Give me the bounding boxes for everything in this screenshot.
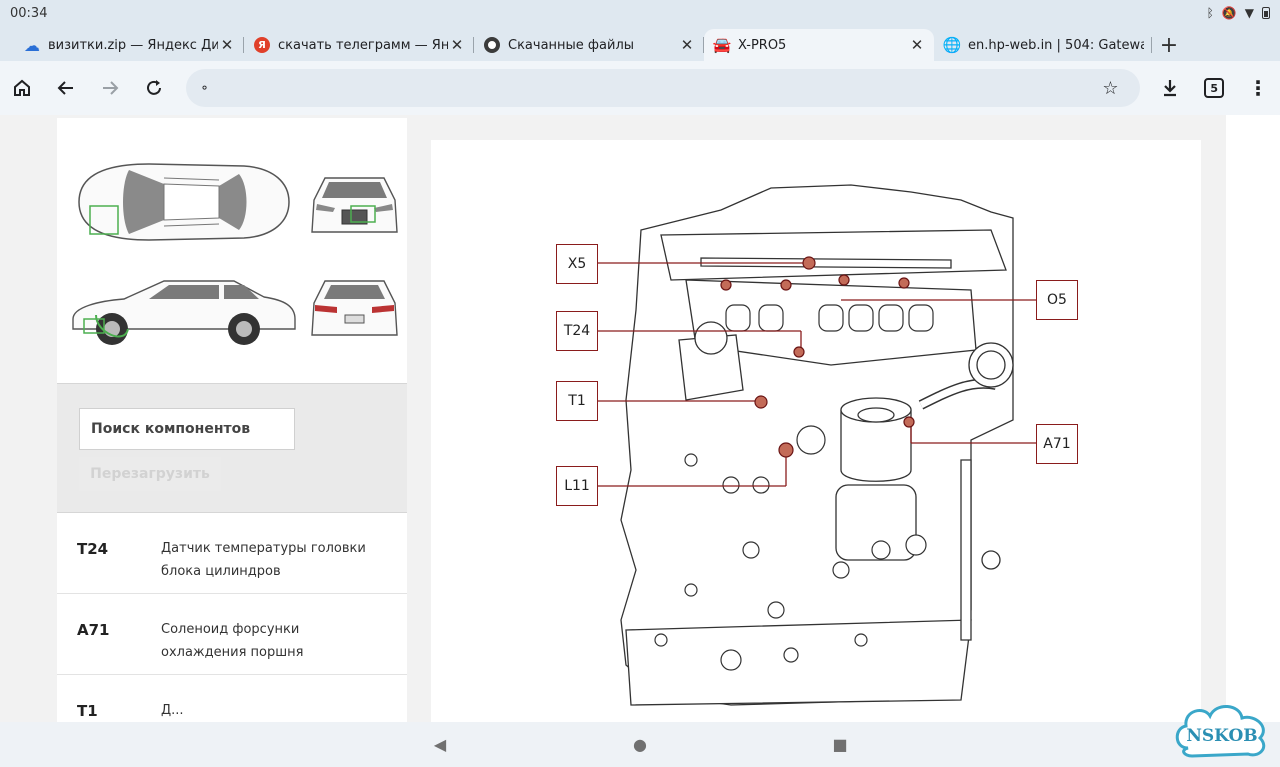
nav-home-icon[interactable]: ● [633,735,647,754]
close-icon[interactable]: ✕ [680,36,694,54]
status-bar: 00:34 ᛒ 🔕 ▼ [0,0,1280,26]
label-x5[interactable]: X5 [556,244,598,284]
system-nav-bar: ◀ ● ■ [0,722,1280,767]
tab-switcher-button[interactable]: 5 [1192,65,1236,111]
component-description: Датчик температуры головки блока цилиндр… [161,541,366,579]
car-rear-view[interactable] [307,273,402,345]
address-input[interactable] [215,80,1091,96]
component-code: T24 [77,540,109,558]
bluetooth-icon: ᛒ [1206,6,1214,20]
forward-button[interactable] [88,65,132,111]
home-button[interactable] [0,65,44,111]
nav-back-icon[interactable]: ◀ [433,735,447,754]
arrow-right-icon [102,81,119,95]
reload-button[interactable]: Перезагрузить [79,457,221,491]
refresh-icon [146,80,161,95]
watermark-text: NSKOB [1186,726,1257,746]
component-search-input[interactable] [79,408,295,450]
car-front-view[interactable] [307,170,402,242]
tab-downloads[interactable]: Скачанные файлы ✕ [474,29,704,61]
component-description: Соленоид форсунки охлаждения поршня [161,622,304,660]
component-list: T24 Датчик температуры головки блока цил… [57,513,407,722]
site-info-icon[interactable]: ⚬ [199,81,210,95]
list-item[interactable]: T24 Датчик температуры головки блока цил… [57,513,407,594]
close-icon[interactable]: ✕ [450,36,464,54]
reload-page-button[interactable] [132,65,176,111]
yandex-favicon-icon: Я [254,37,270,53]
tab-yandex-search[interactable]: Я скачать телеграмм — Яндекс ✕ [244,29,474,61]
tab-yandex-disk[interactable]: ☁ визитки.zip — Яндекс Диск ✕ [14,29,244,61]
new-tab-button[interactable]: + [1159,32,1179,58]
close-icon[interactable]: ✕ [220,36,234,54]
car-side-view[interactable] [69,273,299,348]
component-code: A71 [77,621,110,639]
chrome-favicon-icon [484,37,500,53]
engine-drawing [598,184,1036,706]
component-description: Д... [161,703,184,718]
label-t1[interactable]: T1 [556,381,598,421]
download-icon [1164,80,1177,97]
wifi-icon: ▼ [1244,6,1254,20]
tab-hp-web[interactable]: 🌐 en.hp-web.in | 504: Gateway time-out [934,29,1152,61]
bookmark-star-icon[interactable]: ☆ [1102,77,1119,99]
car-top-view[interactable] [69,158,294,246]
download-button[interactable] [1148,65,1192,111]
sidebar: Перезагрузить T24 Датчик температуры гол… [57,118,407,722]
list-item[interactable]: A71 Соленоид форсунки охлаждения поршня [57,594,407,675]
tab-x-pro5[interactable]: 🚘 X-PRO5 ✕ [704,29,934,61]
label-a71[interactable]: A71 [1036,424,1078,464]
tab-count: 5 [1204,78,1225,98]
page-right-margin [1226,115,1280,722]
close-icon[interactable]: ✕ [910,36,924,54]
label-o5[interactable]: O5 [1036,280,1078,320]
yandex-disk-favicon-icon: ☁ [24,35,40,55]
address-bar[interactable]: ⚬ ☆ [185,69,1141,107]
car-favicon-icon: 🚘 [712,36,732,54]
tab-strip: ☁ визитки.zip — Яндекс Диск ✕ Я скачать … [0,26,1280,61]
list-item[interactable]: T1 Д... [57,675,407,722]
nskob-watermark-logo: NSKOB [1175,705,1266,758]
mute-icon: 🔕 [1221,6,1237,20]
search-panel: Перезагрузить [57,383,407,513]
label-t24[interactable]: T24 [556,311,598,351]
vehicle-views [57,118,407,383]
status-icons: ᛒ 🔕 ▼ [1207,6,1270,20]
browser-toolbar: ⚬ ☆ 5 ⋮ [0,61,1280,115]
engine-diagram: X5 T24 T1 L11 O5 A71 [431,140,1201,722]
clock: 00:34 [10,5,48,21]
nav-recents-icon[interactable]: ■ [832,735,848,754]
more-vertical-icon: ⋮ [1248,76,1269,100]
label-l11[interactable]: L11 [556,466,598,506]
globe-icon: 🌐 [942,36,962,54]
menu-button[interactable]: ⋮ [1236,65,1280,111]
arrow-left-icon [57,81,73,95]
back-button[interactable] [44,65,88,111]
home-icon [13,79,30,96]
battery-icon [1262,7,1270,19]
page-content: Перезагрузить T24 Датчик температуры гол… [0,115,1280,722]
component-code: T1 [77,702,98,720]
